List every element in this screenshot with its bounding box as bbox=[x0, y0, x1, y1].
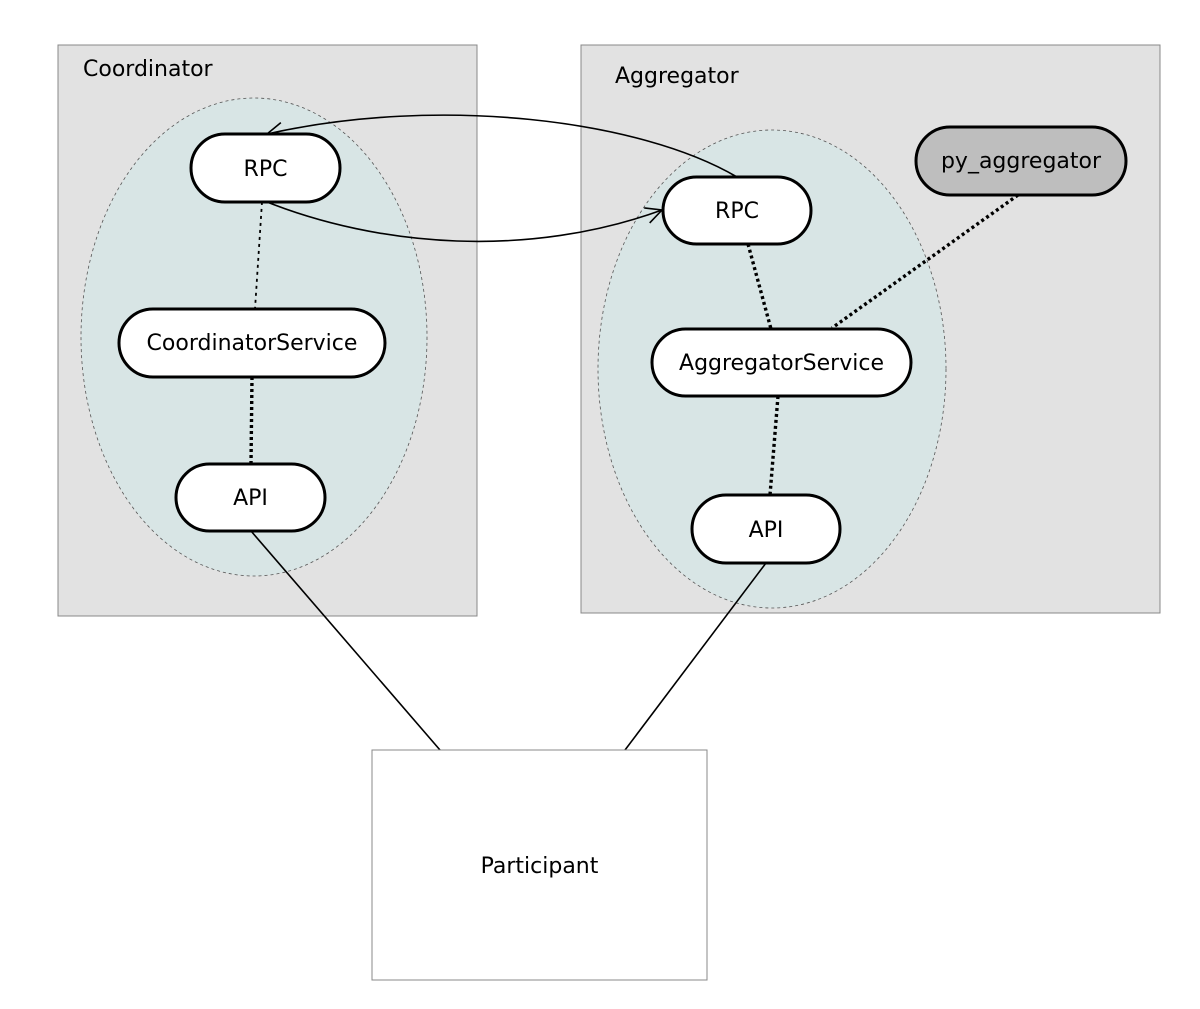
coordinator-service-node: CoordinatorService bbox=[117, 307, 387, 379]
coordinator-rpc-label: RPC bbox=[244, 157, 288, 182]
py-aggregator-label: py_aggregator bbox=[941, 149, 1102, 174]
aggregator-api-label: API bbox=[749, 518, 784, 543]
edge-coord-api-to-participant bbox=[250, 530, 441, 751]
coordinator-cluster-label: Coordinator bbox=[83, 57, 214, 82]
aggregator-api-node: API bbox=[690, 493, 842, 565]
edge-agg-rpc-to-agg-service bbox=[746, 243, 773, 330]
coordinator-rpc-node: RPC bbox=[189, 132, 342, 204]
participant-box: Participant bbox=[371, 749, 708, 981]
py-aggregator-node: py_aggregator bbox=[914, 125, 1128, 197]
coordinator-api-label: API bbox=[233, 486, 268, 511]
coordinator-service-label: CoordinatorService bbox=[147, 331, 358, 356]
edges bbox=[249, 114, 1019, 751]
aggregator-rpc-label: RPC bbox=[715, 199, 759, 224]
edge-agg-api-to-participant bbox=[624, 562, 767, 751]
edge-coord-service-to-coord-api bbox=[249, 376, 254, 465]
edge-agg-rpc-to-coord-rpc bbox=[265, 114, 738, 178]
edge-agg-service-to-agg-api bbox=[768, 395, 780, 496]
participant-label: Participant bbox=[481, 854, 599, 879]
aggregator-service-label: AggregatorService bbox=[679, 351, 884, 376]
aggregator-cluster-label: Aggregator bbox=[615, 64, 740, 89]
aggregator-rpc-node: RPC bbox=[661, 175, 813, 246]
edge-py-aggregator-to-agg-service bbox=[831, 193, 1019, 330]
coordinator-api-node: API bbox=[174, 462, 327, 533]
edge-coord-rpc-to-agg-rpc bbox=[261, 199, 664, 243]
aggregator-service-node: AggregatorService bbox=[650, 327, 913, 398]
